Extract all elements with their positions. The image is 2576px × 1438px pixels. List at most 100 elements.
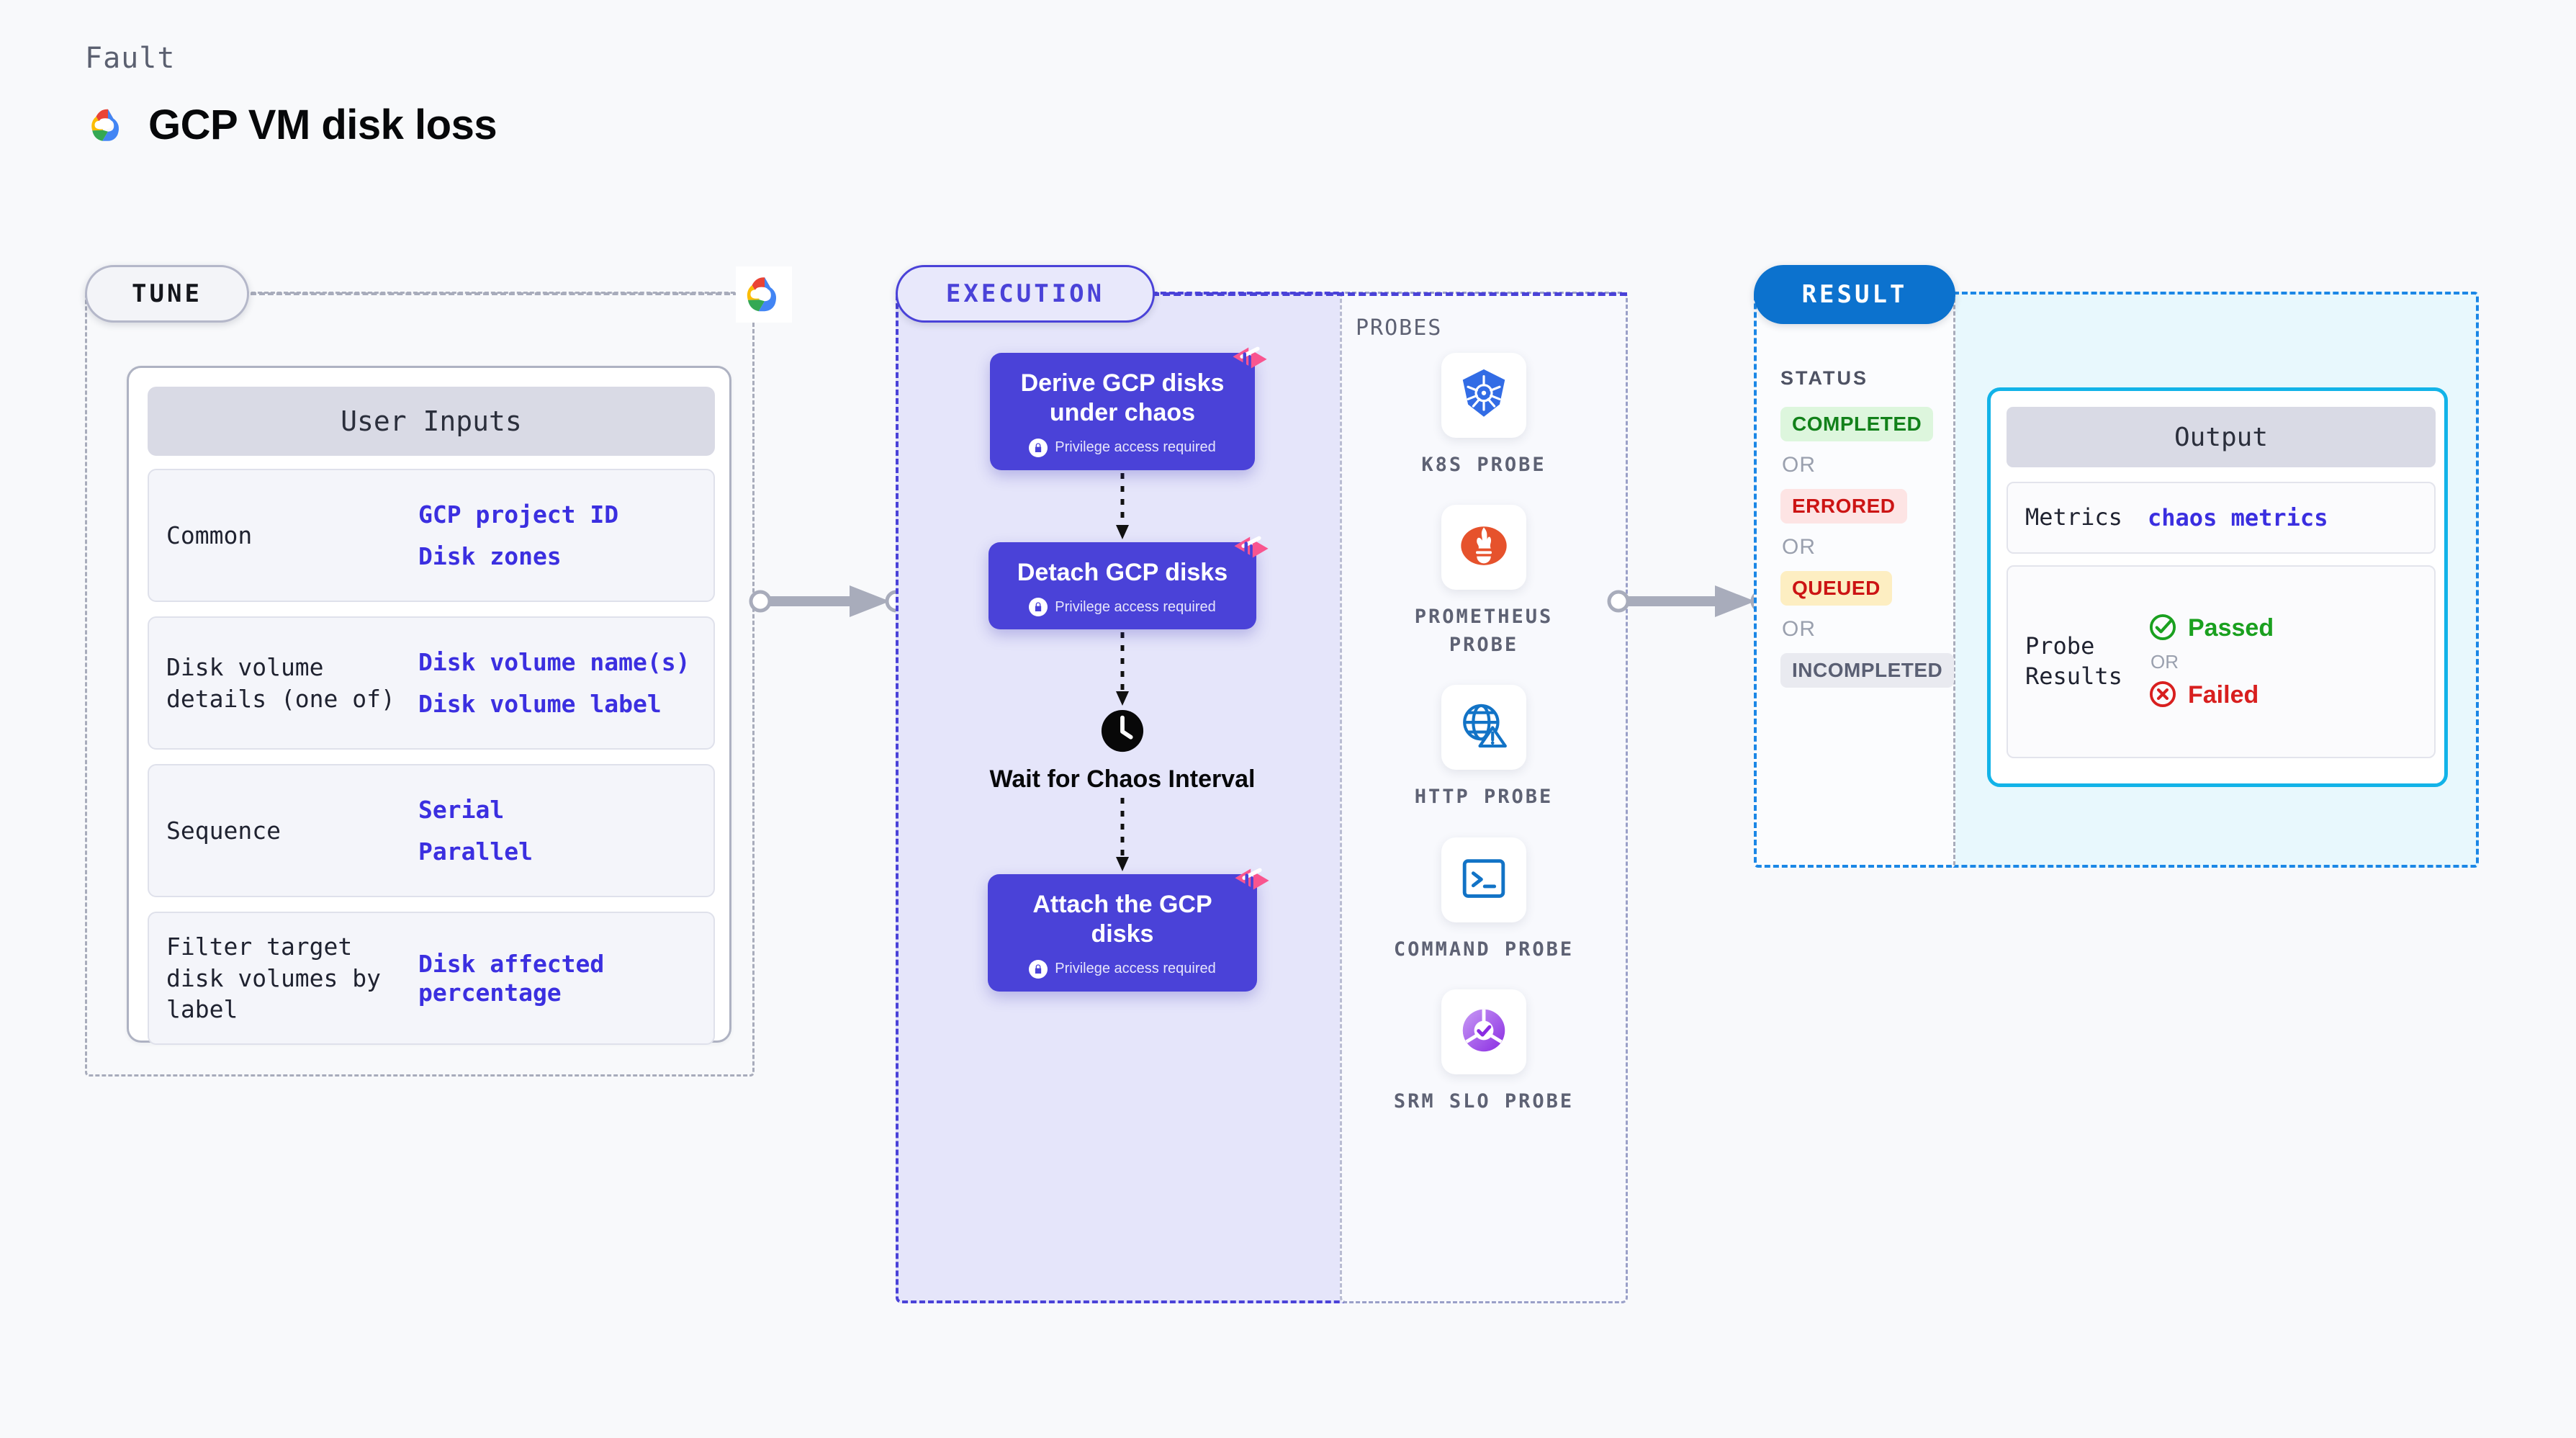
user-inputs-card: User Inputs Common GCP project ID Disk z… xyxy=(127,366,731,1045)
status-badge: QUEUED xyxy=(1780,571,1892,606)
node-privilege-label: Privilege access required xyxy=(1055,598,1216,615)
execution-node-3-wrap: Attach the GCP disks Privilege access re… xyxy=(896,868,1349,992)
probe-label: PROMETHEUS PROBE xyxy=(1414,606,1554,657)
result-badge[interactable]: RESULT xyxy=(1754,265,1955,324)
execution-flow: Derive GCP disks under chaos Privilege a… xyxy=(896,346,1349,992)
row-value[interactable]: Disk zones xyxy=(418,542,562,570)
probe-label: K8S PROBE xyxy=(1421,454,1546,476)
row-value[interactable]: Disk affected percentage xyxy=(418,949,605,1007)
tune-gcp-logo-icon xyxy=(736,266,792,323)
probe-item-http[interactable]: HTTP PROBE xyxy=(1390,685,1577,811)
probes-list: K8S PROBE PROMETHEUS PROBE xyxy=(1340,353,1628,1115)
status-section-label: STATUS xyxy=(1780,367,1868,389)
execution-node-1-wrap: Derive GCP disks under chaos Privilege a… xyxy=(896,346,1349,470)
table-row: Filter target disk volumes by label Disk… xyxy=(148,912,715,1045)
probe-item-command[interactable]: COMMAND PROBE xyxy=(1390,837,1577,963)
lock-icon xyxy=(1029,438,1048,457)
table-row: Disk volume details (one of) Disk volume… xyxy=(148,616,715,750)
row-value[interactable]: Disk volume label xyxy=(418,689,662,718)
row-label: Filter target disk volumes by label xyxy=(166,933,382,1024)
output-row-probe-results: Probe Results Passed OR xyxy=(2007,565,2436,758)
probes-section-label: PROBES xyxy=(1356,315,1443,341)
probe-item-k8s[interactable]: K8S PROBE xyxy=(1390,353,1577,479)
lock-icon xyxy=(1029,959,1048,979)
flow-arrow xyxy=(896,629,1349,709)
probes-panel xyxy=(1340,292,1628,1303)
row-label: Sequence xyxy=(166,816,281,845)
wait-step-label: Wait for Chaos Interval xyxy=(989,765,1256,794)
probe-label: SRM SLO PROBE xyxy=(1393,1089,1575,1113)
output-probe-results-label: Probe Results xyxy=(2025,632,2122,690)
output-probe-values: Passed OR Failed xyxy=(2148,612,2274,712)
table-row: Common GCP project ID Disk zones xyxy=(148,469,715,602)
execution-node-attach-disks[interactable]: Attach the GCP disks Privilege access re… xyxy=(988,868,1269,992)
row-values: Disk affected percentage xyxy=(418,950,713,1007)
node-privilege-label: Privilege access required xyxy=(1055,439,1216,456)
chaos-badge-icon xyxy=(1230,526,1272,568)
tune-dashed-connector xyxy=(251,292,739,295)
row-values: GCP project ID Disk zones xyxy=(418,500,618,570)
node-title: Derive GCP disks under chaos xyxy=(1020,369,1225,427)
probe-item-srm-slo[interactable]: SRM SLO PROBE xyxy=(1390,989,1577,1115)
probe-tile xyxy=(1441,505,1526,590)
prometheus-icon xyxy=(1456,518,1512,577)
http-globe-warning-icon xyxy=(1456,698,1512,757)
node-privilege: Privilege access required xyxy=(1029,959,1216,979)
node-privilege: Privilege access required xyxy=(1029,438,1216,457)
page-header: GCP VM disk loss xyxy=(85,101,497,149)
flow-arrow xyxy=(896,470,1349,542)
probe-result-failed: Failed xyxy=(2148,679,2274,712)
node-title: Detach GCP disks xyxy=(1017,558,1228,586)
kubernetes-icon xyxy=(1456,366,1512,425)
status-or-label: OR xyxy=(1782,535,1816,559)
page-title: GCP VM disk loss xyxy=(148,102,497,148)
execution-dashed-connector xyxy=(1152,292,1627,296)
output-row-metrics: Metrics chaos metrics xyxy=(2007,482,2436,554)
probe-tile xyxy=(1441,685,1526,770)
status-or-label: OR xyxy=(1782,453,1816,477)
row-value[interactable]: Parallel xyxy=(418,837,533,866)
page-kicker: Fault xyxy=(85,42,176,75)
row-values: Disk volume name(s) Disk volume label xyxy=(418,648,690,718)
chaos-badge-icon xyxy=(1231,858,1273,900)
output-metrics-label: Metrics xyxy=(2025,503,2122,531)
row-value[interactable]: GCP project ID xyxy=(418,500,619,529)
gcp-logo-icon xyxy=(85,103,130,148)
status-badge: ERRORED xyxy=(1780,489,1907,523)
execution-node-detach-disks[interactable]: Detach GCP disks Privilege access requir… xyxy=(988,536,1269,630)
probe-passed-label: Passed xyxy=(2188,614,2274,642)
row-label: Common xyxy=(166,521,253,549)
lock-icon xyxy=(1029,598,1048,617)
user-inputs-title: User Inputs xyxy=(148,387,715,456)
tune-badge[interactable]: TUNE xyxy=(85,265,249,323)
row-values: Serial Parallel xyxy=(418,796,533,866)
row-value[interactable]: Serial xyxy=(418,795,505,824)
terminal-icon xyxy=(1456,850,1512,909)
x-circle-icon xyxy=(2148,679,2178,712)
row-label: Disk volume details (one of) xyxy=(166,652,395,713)
status-badge: COMPLETED xyxy=(1780,407,1934,441)
probe-item-prometheus[interactable]: PROMETHEUS PROBE xyxy=(1390,505,1577,659)
output-metrics-value[interactable]: chaos metrics xyxy=(2148,504,2328,531)
probe-tile xyxy=(1441,837,1526,922)
probe-tile xyxy=(1441,989,1526,1074)
probe-tile xyxy=(1441,353,1526,438)
execution-step-wait: Wait for Chaos Interval xyxy=(989,709,1256,794)
status-list: COMPLETED OR ERRORED OR QUEUED OR INCOMP… xyxy=(1780,407,1955,688)
srm-slo-icon xyxy=(1456,1002,1512,1061)
probe-label: COMMAND PROBE xyxy=(1393,938,1575,961)
execution-node-2-wrap: Detach GCP disks Privilege access requir… xyxy=(896,536,1349,630)
user-inputs-rows: Common GCP project ID Disk zones Disk vo… xyxy=(148,469,715,1045)
probe-label: HTTP PROBE xyxy=(1414,786,1554,809)
connector-tune-to-execution xyxy=(749,585,908,617)
probe-result-passed: Passed xyxy=(2148,612,2274,645)
execution-badge[interactable]: EXECUTION xyxy=(896,265,1155,323)
probe-failed-label: Failed xyxy=(2188,681,2259,709)
chaos-badge-icon xyxy=(1229,337,1271,379)
wait-step-wrap: Wait for Chaos Interval xyxy=(896,709,1349,794)
node-privilege-label: Privilege access required xyxy=(1055,961,1216,977)
status-or-label: OR xyxy=(1782,617,1816,641)
row-value[interactable]: Disk volume name(s) xyxy=(418,647,690,676)
execution-node-derive-disks[interactable]: Derive GCP disks under chaos Privilege a… xyxy=(990,346,1267,470)
